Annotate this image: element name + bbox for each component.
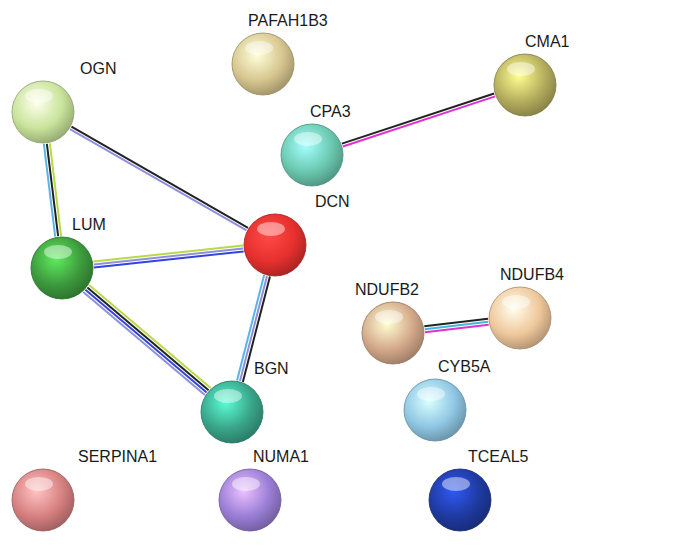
evidence-strand [425, 325, 489, 333]
node-ball [493, 53, 557, 117]
node-circle [201, 381, 263, 443]
interaction-edge [93, 245, 243, 267]
node-ball [11, 468, 75, 532]
gene-label: BGN [254, 360, 289, 378]
protein-node: OGN [11, 80, 75, 144]
label-holder: NDUFB2 [355, 281, 419, 299]
node-ball [403, 378, 467, 442]
gene-label: PAFAH1B3 [248, 12, 328, 30]
label-holder: OGN [80, 60, 116, 78]
highlight [25, 89, 53, 103]
gene-label: CPA3 [310, 103, 351, 121]
interaction-edge [44, 143, 61, 236]
protein-node: DCN [243, 213, 307, 277]
highlight [257, 222, 285, 236]
protein-node: TCEAL5 [428, 468, 492, 532]
gene-label: LUM [72, 216, 106, 234]
node-circle [494, 54, 556, 116]
gene-label: CYB5A [438, 358, 490, 376]
evidence-strand [83, 292, 205, 395]
node-ball [200, 380, 264, 444]
highlight [375, 310, 403, 324]
evidence-strand [342, 94, 494, 144]
node-ball [218, 468, 282, 532]
highlight [245, 41, 273, 55]
gene-label: DCN [315, 193, 350, 211]
evidence-strand [70, 129, 247, 230]
label-holder: SERPINA1 [78, 448, 157, 466]
evidence-strand [94, 251, 244, 267]
node-circle [12, 81, 74, 143]
protein-node: NUMA1 [218, 468, 282, 532]
node-ball [30, 236, 94, 300]
node-circle [429, 469, 491, 531]
gene-label: NDUFB4 [500, 266, 564, 284]
gene-label: SERPINA1 [78, 448, 157, 466]
protein-node: CMA1 [493, 53, 557, 117]
label-holder: TCEAL5 [468, 448, 528, 466]
label-holder: LUM [72, 216, 106, 234]
node-circle [244, 214, 306, 276]
protein-node: BGN [200, 380, 264, 444]
label-holder: CPA3 [310, 103, 351, 121]
node-circle [489, 287, 551, 349]
node-ball [243, 213, 307, 277]
protein-node: NDUFB4 [488, 286, 552, 350]
evidence-strand [87, 288, 208, 391]
node-circle [362, 302, 424, 364]
label-holder: PAFAH1B3 [248, 12, 328, 30]
label-holder: BGN [254, 360, 289, 378]
highlight [442, 477, 470, 491]
node-ball [231, 32, 295, 96]
node-circle [31, 237, 93, 299]
node-ball [428, 468, 492, 532]
gene-label: NDUFB2 [355, 281, 419, 299]
highlight [417, 387, 445, 401]
node-circle [281, 124, 343, 186]
protein-node: LUM [30, 236, 94, 300]
evidence-strand [94, 248, 243, 264]
highlight [502, 295, 530, 309]
highlight [294, 132, 322, 146]
gene-label: CMA1 [525, 33, 569, 51]
evidence-strand [85, 290, 206, 393]
evidence-strand [71, 127, 248, 228]
evidence-strand [44, 144, 55, 237]
label-holder: DCN [315, 193, 350, 211]
highlight [44, 245, 72, 259]
highlight [25, 477, 53, 491]
highlight [214, 389, 242, 403]
label-holder: CMA1 [525, 33, 569, 51]
node-ball [280, 123, 344, 187]
label-holder: CYB5A [438, 358, 490, 376]
interaction-edge [424, 319, 488, 332]
protein-node: CPA3 [280, 123, 344, 187]
label-holder: NDUFB4 [500, 266, 564, 284]
label-holder: NUMA1 [253, 448, 309, 466]
protein-node: CYB5A [403, 378, 467, 442]
interaction-edge [70, 127, 248, 231]
protein-node: PAFAH1B3 [231, 32, 295, 96]
gene-label: OGN [80, 60, 116, 78]
node-circle [404, 379, 466, 441]
protein-node: NDUFB2 [361, 301, 425, 365]
node-circle [232, 33, 294, 95]
interaction-edge [83, 285, 210, 395]
evidence-strand [343, 96, 495, 146]
interaction-edge [342, 94, 495, 147]
evidence-strand [89, 285, 211, 388]
gene-label: NUMA1 [253, 448, 309, 466]
node-circle [12, 469, 74, 531]
node-ball [488, 286, 552, 350]
highlight [507, 62, 535, 76]
protein-node: SERPINA1 [11, 468, 75, 532]
node-ball [361, 301, 425, 365]
gene-label: TCEAL5 [468, 448, 528, 466]
highlight [232, 477, 260, 491]
node-circle [219, 469, 281, 531]
node-ball [11, 80, 75, 144]
